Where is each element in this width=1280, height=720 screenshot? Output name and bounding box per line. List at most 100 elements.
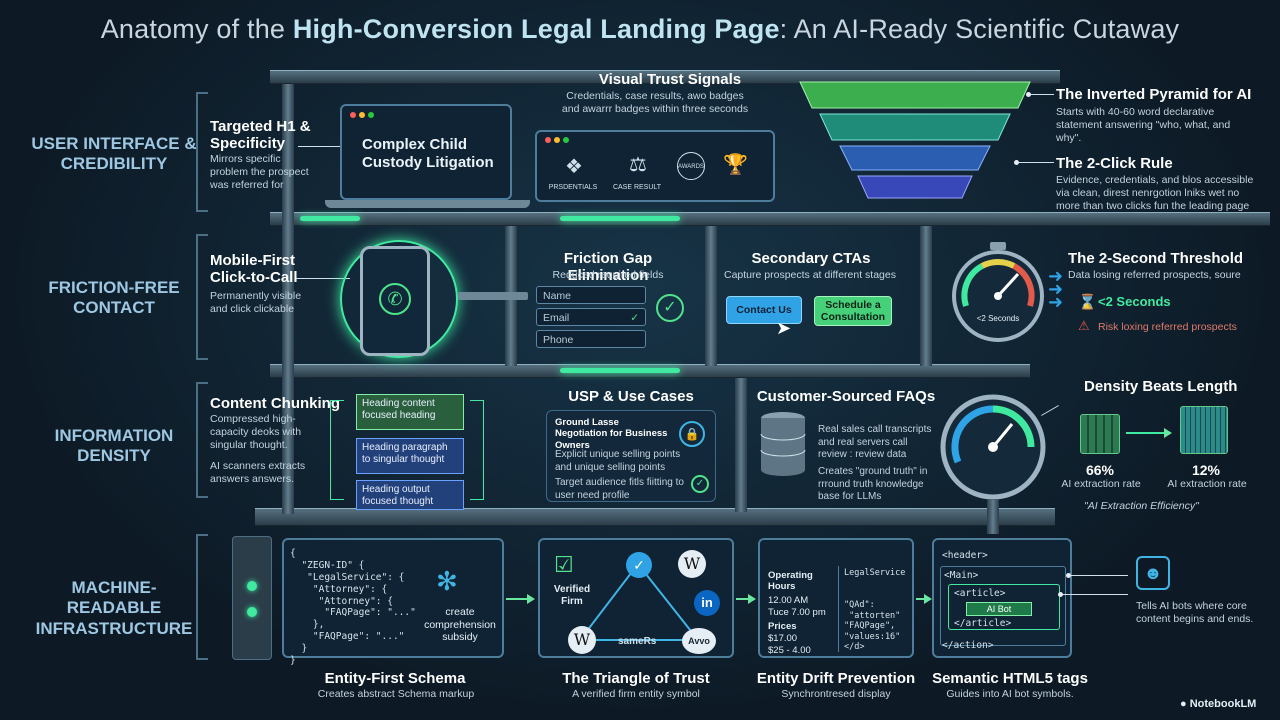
prices-value: $17.00 $25 - 4.00 (768, 633, 811, 656)
window-dot-yellow (554, 137, 560, 143)
laptop-screen: Complex Child Custody Litigation (340, 104, 512, 200)
contact-us-button[interactable]: Contact Us (726, 296, 802, 324)
check-circle-icon: ✓ (691, 475, 709, 493)
row-bracket (196, 234, 208, 360)
chunking-desc-2: AI scanners extracts answers answers. (210, 460, 306, 486)
glow-strip (560, 216, 680, 221)
drift-desc: Synchrontresed display (781, 688, 891, 700)
mobile-desc: Permanently visible and click clickable (210, 290, 302, 316)
avvo-icon: Avvo (682, 628, 716, 654)
pyramid-title: The Inverted Pyramid for AI (1056, 86, 1252, 103)
article-tag: <article> (954, 588, 1006, 599)
wikipedia-icon: W (678, 550, 706, 578)
schedule-consultation-button[interactable]: Schedule a Consultation (814, 296, 892, 326)
connector-line (298, 146, 344, 147)
check-icon: ✓ (630, 312, 639, 324)
semantic-title: Semantic HTML5 tags (932, 670, 1088, 687)
connector-dot (1066, 573, 1071, 578)
right-percent-label: AI extraction rate (1167, 478, 1247, 490)
trust-panel: ❖ PRSDENTIALS ⚖ CASE RESULT AWARDS 🏆 (535, 130, 775, 202)
sparse-cube-icon (1180, 406, 1228, 454)
arrow-head (527, 594, 535, 604)
connector-line (1030, 94, 1054, 95)
triangle-panel: ✓ ☑ Verified Firm W in W Avvo sameRs (538, 538, 734, 658)
pyramid-layer-3 (839, 145, 991, 171)
row-bracket (196, 534, 208, 660)
cursor-icon: ➤ (776, 318, 792, 338)
check-node-icon: ✓ (626, 552, 652, 578)
chunking-desc: Compressed high-capacity deoks with sing… (210, 413, 302, 452)
email-field[interactable]: Email✓ (536, 308, 646, 326)
pyramid-desc: Starts with 40-60 word declarative state… (1056, 106, 1231, 145)
pillar (735, 378, 747, 512)
triangle-title: The Triangle of Trust (562, 670, 710, 687)
prices-label: Prices (768, 621, 797, 632)
connector-line (1068, 575, 1128, 576)
left-percent-label: AI extraction rate (1061, 478, 1141, 490)
speed-arrows-icon: ➜➜➜ (1048, 266, 1064, 312)
scales-icon: ⚖ (629, 154, 647, 176)
chunk-block: Heading output focused thought (356, 480, 464, 510)
name-field[interactable]: Name (536, 286, 646, 304)
dense-cube-icon (1080, 414, 1120, 454)
stopwatch-crown (990, 242, 1006, 250)
trust-triangle (577, 562, 701, 641)
chunk-block: Heading content focused heading (356, 394, 464, 430)
gauge-yellow-arc (980, 259, 1016, 269)
phone-field[interactable]: Phone (536, 330, 646, 348)
fast-label: <2 Seconds (1098, 294, 1171, 309)
article-container (948, 584, 1060, 630)
verified-shield-icon: ☑ (554, 552, 574, 577)
db-rings (760, 433, 806, 457)
semantic-panel: <header> <Main> <article> AI Bot </artic… (932, 538, 1072, 658)
linkedin-icon: in (694, 590, 720, 616)
server-light (247, 581, 257, 591)
inverted-pyramid (799, 81, 1031, 199)
schema-side-text: create comprehension subsidy (424, 606, 496, 644)
chunk-block: Heading paragraph to singular thought (356, 438, 464, 474)
gauge-green-arc (992, 405, 1035, 448)
connector-dot (1058, 592, 1063, 597)
h1-desc: Mirrors specific problem the prospect wa… (210, 153, 309, 192)
page-title: Anatomy of the High-Conversion Legal Lan… (100, 14, 1180, 44)
brand-logo: ● NotebookLM (1180, 698, 1257, 710)
threshold-desc: Data losing referred prospects, soure (1068, 269, 1241, 281)
db-body (761, 418, 805, 470)
connector-line (1018, 162, 1054, 163)
triangle-desc: A verified firm entity symbol (572, 688, 700, 700)
main-container (940, 566, 1066, 646)
server-rack (232, 536, 272, 660)
window-dot-red (545, 137, 551, 143)
sameas-label: sameRs (618, 636, 657, 647)
pyramid-layer-4 (857, 175, 973, 199)
ai-bot-badge: AI Bot (966, 602, 1032, 616)
gauge-label: <2 Seconds (976, 314, 1020, 323)
row-label-contact: FRICTION-FREE CONTACT (48, 278, 180, 318)
right-percent: 12% (1191, 462, 1221, 478)
awards-badge-icon: AWARDS (677, 152, 705, 180)
efficiency-caption: "AI Extraction Efficiency" (1084, 500, 1199, 512)
row-bracket (196, 92, 208, 212)
action-tag: </action> (942, 640, 994, 651)
divider (838, 566, 839, 652)
arrow-line (1126, 432, 1166, 434)
two-click-desc: Evidence, credentials, and blos accessib… (1056, 174, 1254, 213)
top-shelf (270, 70, 1060, 84)
threshold-title: The 2-Second Threshold (1068, 250, 1244, 267)
hours-value: 12.00 AM Tuce 7.00 pm (768, 595, 826, 618)
semantic-desc: Guides into AI bot symbols. (946, 688, 1074, 700)
gauge-hub (994, 292, 1002, 300)
eagle-seal-icon: ❖ (565, 156, 583, 178)
triangle-outline (577, 562, 701, 641)
secondary-desc: Capture prospects at different stages (724, 269, 896, 281)
gauge-green-arc (961, 263, 984, 307)
phone-call-icon[interactable]: ✆ (379, 283, 411, 315)
connector-dot (1014, 160, 1019, 165)
arrow-line (506, 598, 528, 600)
wikipedia-icon: W (568, 626, 596, 654)
risk-label: Risk loxing referred prospects (1098, 321, 1237, 333)
mobile-title: Mobile-First Click-to-Call (210, 252, 298, 286)
server-light (247, 607, 257, 617)
database-icon (760, 412, 806, 476)
two-click-title: The 2-Click Rule (1056, 155, 1173, 172)
